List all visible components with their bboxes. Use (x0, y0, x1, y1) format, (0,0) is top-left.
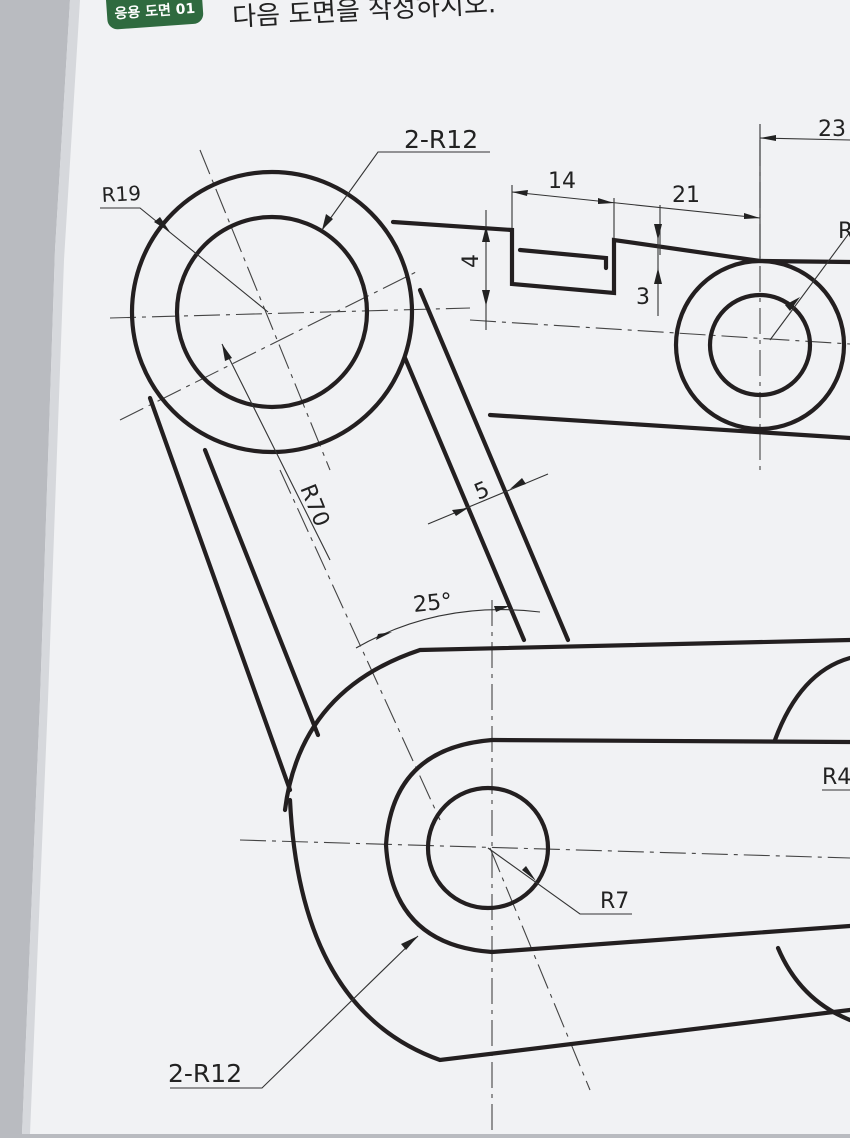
arrowhead (744, 213, 760, 219)
arrowhead (401, 936, 418, 950)
dim-line-14-21 (511, 191, 761, 219)
arm-inner-right-edge (402, 355, 527, 643)
paper-sheet (22, 0, 850, 1134)
bottom-arm-outer-bottom-edge (287, 797, 850, 1063)
arrowhead (510, 478, 526, 489)
arm-outer-left-edge (147, 395, 293, 793)
arm-outer-right-edge (417, 287, 571, 643)
arrowhead (654, 224, 662, 240)
label-r19: R19 (101, 181, 142, 207)
arrowhead (512, 190, 528, 196)
arrowhead (322, 214, 333, 230)
bottom-arm-outer-top-edge (282, 637, 850, 813)
slot-outline (383, 737, 850, 955)
leader-2-r12-bottom (170, 935, 419, 1089)
slot-top-edge (489, 737, 850, 745)
arrowhead (452, 508, 468, 516)
label-r-partial: R (838, 219, 850, 244)
dim-line-r70 (221, 343, 331, 561)
arm-inner-left-edge (202, 447, 321, 738)
right-partial-arc-top (772, 655, 850, 743)
label-dim-23: 23 (818, 117, 846, 142)
top-right-hub-inner (707, 292, 813, 398)
top-bar-notched-edge (390, 219, 850, 296)
leader-2-r12-top (321, 151, 490, 231)
label-2-r12-top: 2-R12 (404, 125, 478, 154)
notch-inner-ledge (517, 247, 609, 271)
arrowhead (482, 290, 490, 306)
arrowhead (522, 866, 536, 881)
label-dim-21: 21 (672, 183, 700, 208)
dimension-labels: 2-R12 R19 14 21 23 4 3 R R70 5 25° R4 R7… (101, 117, 850, 1088)
page-edge-shadow (22, 0, 80, 1134)
top-left-hub-inner (174, 214, 370, 410)
label-dim-14: 14 (548, 169, 576, 194)
centerline-bottom-horizontal (239, 839, 850, 859)
centerline-r70-radial (279, 469, 441, 821)
centerline-bottom-diagonal (489, 847, 591, 1091)
dim-line-5 (427, 473, 549, 525)
label-r4-partial: R4 (822, 765, 850, 790)
arrowhead (760, 135, 776, 141)
arrowhead (222, 344, 232, 361)
bottom-hub-bore (425, 785, 551, 911)
label-r7: R7 (600, 889, 629, 914)
arrowhead (785, 297, 800, 311)
arrowhead (654, 268, 662, 284)
dimension-lines (100, 124, 850, 1089)
leader-r-right-hub (769, 231, 850, 341)
arrowhead (376, 632, 392, 640)
arrowhead (598, 198, 614, 204)
arrowhead (482, 226, 490, 242)
right-partial-arc-bottom (775, 945, 850, 1023)
label-dim-4: 4 (459, 254, 484, 268)
leader-r7 (487, 847, 632, 915)
label-2-r12-bottom: 2-R12 (168, 1059, 242, 1088)
dim-arc-25-degrees (355, 609, 541, 649)
arrowhead (494, 606, 510, 612)
arrowhead (154, 217, 170, 232)
leader-r19 (100, 207, 269, 313)
top-bar-lower-edge (487, 412, 850, 441)
centerline-top-right-horizontal (469, 319, 850, 345)
label-dim-3: 3 (636, 285, 650, 310)
centerline-left-hub-diagonal (119, 269, 421, 421)
label-angle-25: 25° (412, 589, 453, 618)
top-left-hub-outer (129, 169, 415, 455)
